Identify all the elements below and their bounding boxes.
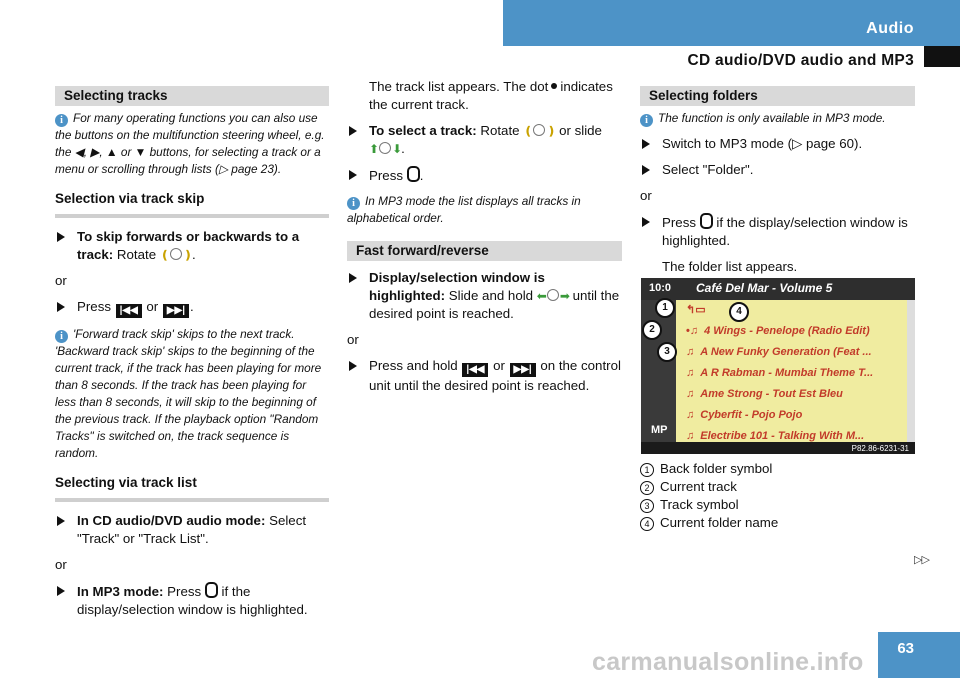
screen-time: 10:0	[649, 282, 672, 294]
screen-status-bar	[641, 278, 915, 300]
callout-1: 1	[655, 298, 675, 318]
music-note-icon: ♫	[686, 388, 695, 400]
or-text: or	[640, 188, 652, 203]
or-text: or	[55, 273, 67, 288]
music-note-icon: ♫	[686, 367, 695, 379]
section-heading-selecting-folders: Selecting folders	[640, 86, 915, 106]
info-icon: i	[347, 197, 360, 210]
back-folder-icon: ↰▭	[686, 304, 706, 316]
track-row: ♫A New Funky Generation (Feat ...	[686, 346, 872, 358]
skip-forward-key-icon: ▶▶|	[162, 304, 189, 318]
skip-back-key-icon: |◀◀	[115, 304, 142, 318]
screen-track-list: ↰▭ •♫4 Wings - Penelope (Radio Edit) ♫A …	[676, 300, 908, 442]
music-note-icon: ♫	[686, 346, 695, 358]
step-press-hold: Press and hold |◀◀ or ▶▶| on the control…	[347, 357, 622, 395]
display-screenshot: 10:0 Café Del Mar - Volume 5 ↰▭ •♫4 Wing…	[641, 278, 915, 454]
page-number-box	[878, 632, 960, 678]
info-icon: i	[640, 114, 653, 127]
info-icon: i	[55, 330, 68, 343]
track-row: ♫Electribe 101 - Talking With M...	[686, 430, 865, 442]
press-controller-icon	[699, 213, 713, 229]
page-number: 63	[897, 640, 914, 657]
section-heading-selecting-tracks: Selecting tracks	[55, 86, 329, 106]
image-code: P82.86-6231-31	[851, 444, 909, 453]
step-cd-mode: In CD audio/DVD audio mode: Select "Trac…	[55, 512, 329, 548]
music-note-icon: •♫	[686, 325, 699, 337]
or-text: or	[347, 332, 359, 347]
watermark: carmanualsonline.info	[592, 648, 864, 676]
step-press-folder: Press if the display/selection window is…	[640, 213, 915, 250]
back-folder-row: ↰▭	[676, 300, 908, 321]
rotate-controller-icon: ❪❫	[159, 248, 193, 262]
header-block	[924, 46, 960, 67]
track-row: ♫Ame Strong - Tout Est Bleu	[686, 388, 843, 400]
track-row: ♫A R Rabman - Mumbai Theme T...	[686, 367, 874, 379]
screen-folder-name: Café Del Mar - Volume 5	[696, 281, 833, 295]
music-note-icon: ♫	[686, 430, 695, 442]
skip-forward-key-icon: ▶▶|	[509, 363, 536, 377]
info-note-track-skip: i'Forward track skip' skips to the next …	[55, 327, 322, 460]
skip-back-key-icon: |◀◀	[462, 363, 489, 377]
step-skip-press: Press |◀◀ or ▶▶|.	[55, 298, 329, 318]
music-note-icon: ♫	[686, 409, 695, 421]
continue-marker: ▷▷	[914, 554, 930, 566]
slide-updown-controller-icon: ⬆⬇	[369, 142, 402, 156]
step-select-folder: Select "Folder".	[640, 161, 915, 179]
step-mp3-mode: In MP3 mode: Press if the display/select…	[55, 582, 329, 619]
step-slide-hold: Display/selection window is highlighted:…	[347, 269, 622, 323]
callout-2: 2	[642, 320, 662, 340]
step-press: Press .	[347, 166, 622, 185]
header-bar	[503, 0, 960, 46]
current-track-dot-icon	[551, 83, 558, 89]
page-subtitle: CD audio/DVD audio and MP3	[687, 52, 914, 69]
track-row: ♫Cyberfit - Pojo Pojo	[686, 409, 803, 421]
callout-3: 3	[657, 342, 677, 362]
rotate-controller-icon: ❪❫	[523, 124, 556, 138]
subheading-track-skip: Selection via track skip	[55, 190, 329, 218]
step-switch-mp3: Switch to MP3 mode (▷ page 60).	[640, 135, 915, 153]
info-icon: i	[55, 114, 68, 127]
screen-mode-label: MP	[651, 424, 668, 436]
track-row: •♫4 Wings - Penelope (Radio Edit)	[686, 325, 870, 337]
slide-leftright-controller-icon: ⬅➡	[536, 289, 570, 303]
subheading-track-list: Selecting via track list	[55, 474, 329, 502]
folder-list-appears: The folder list appears.	[662, 259, 798, 274]
step-skip-rotate: To skip forwards or backwards to a track…	[55, 228, 329, 264]
press-controller-icon	[204, 582, 218, 598]
screen-scrollbar	[907, 300, 915, 442]
section-title: Audio	[866, 20, 914, 37]
section-heading-fast-forward: Fast forward/reverse	[347, 241, 622, 261]
step-select-track: To select a track: Rotate ❪❫ or slide ⬆⬇…	[347, 122, 622, 158]
callout-4: 4	[729, 302, 749, 322]
or-text: or	[55, 557, 67, 572]
press-controller-icon	[406, 166, 420, 182]
